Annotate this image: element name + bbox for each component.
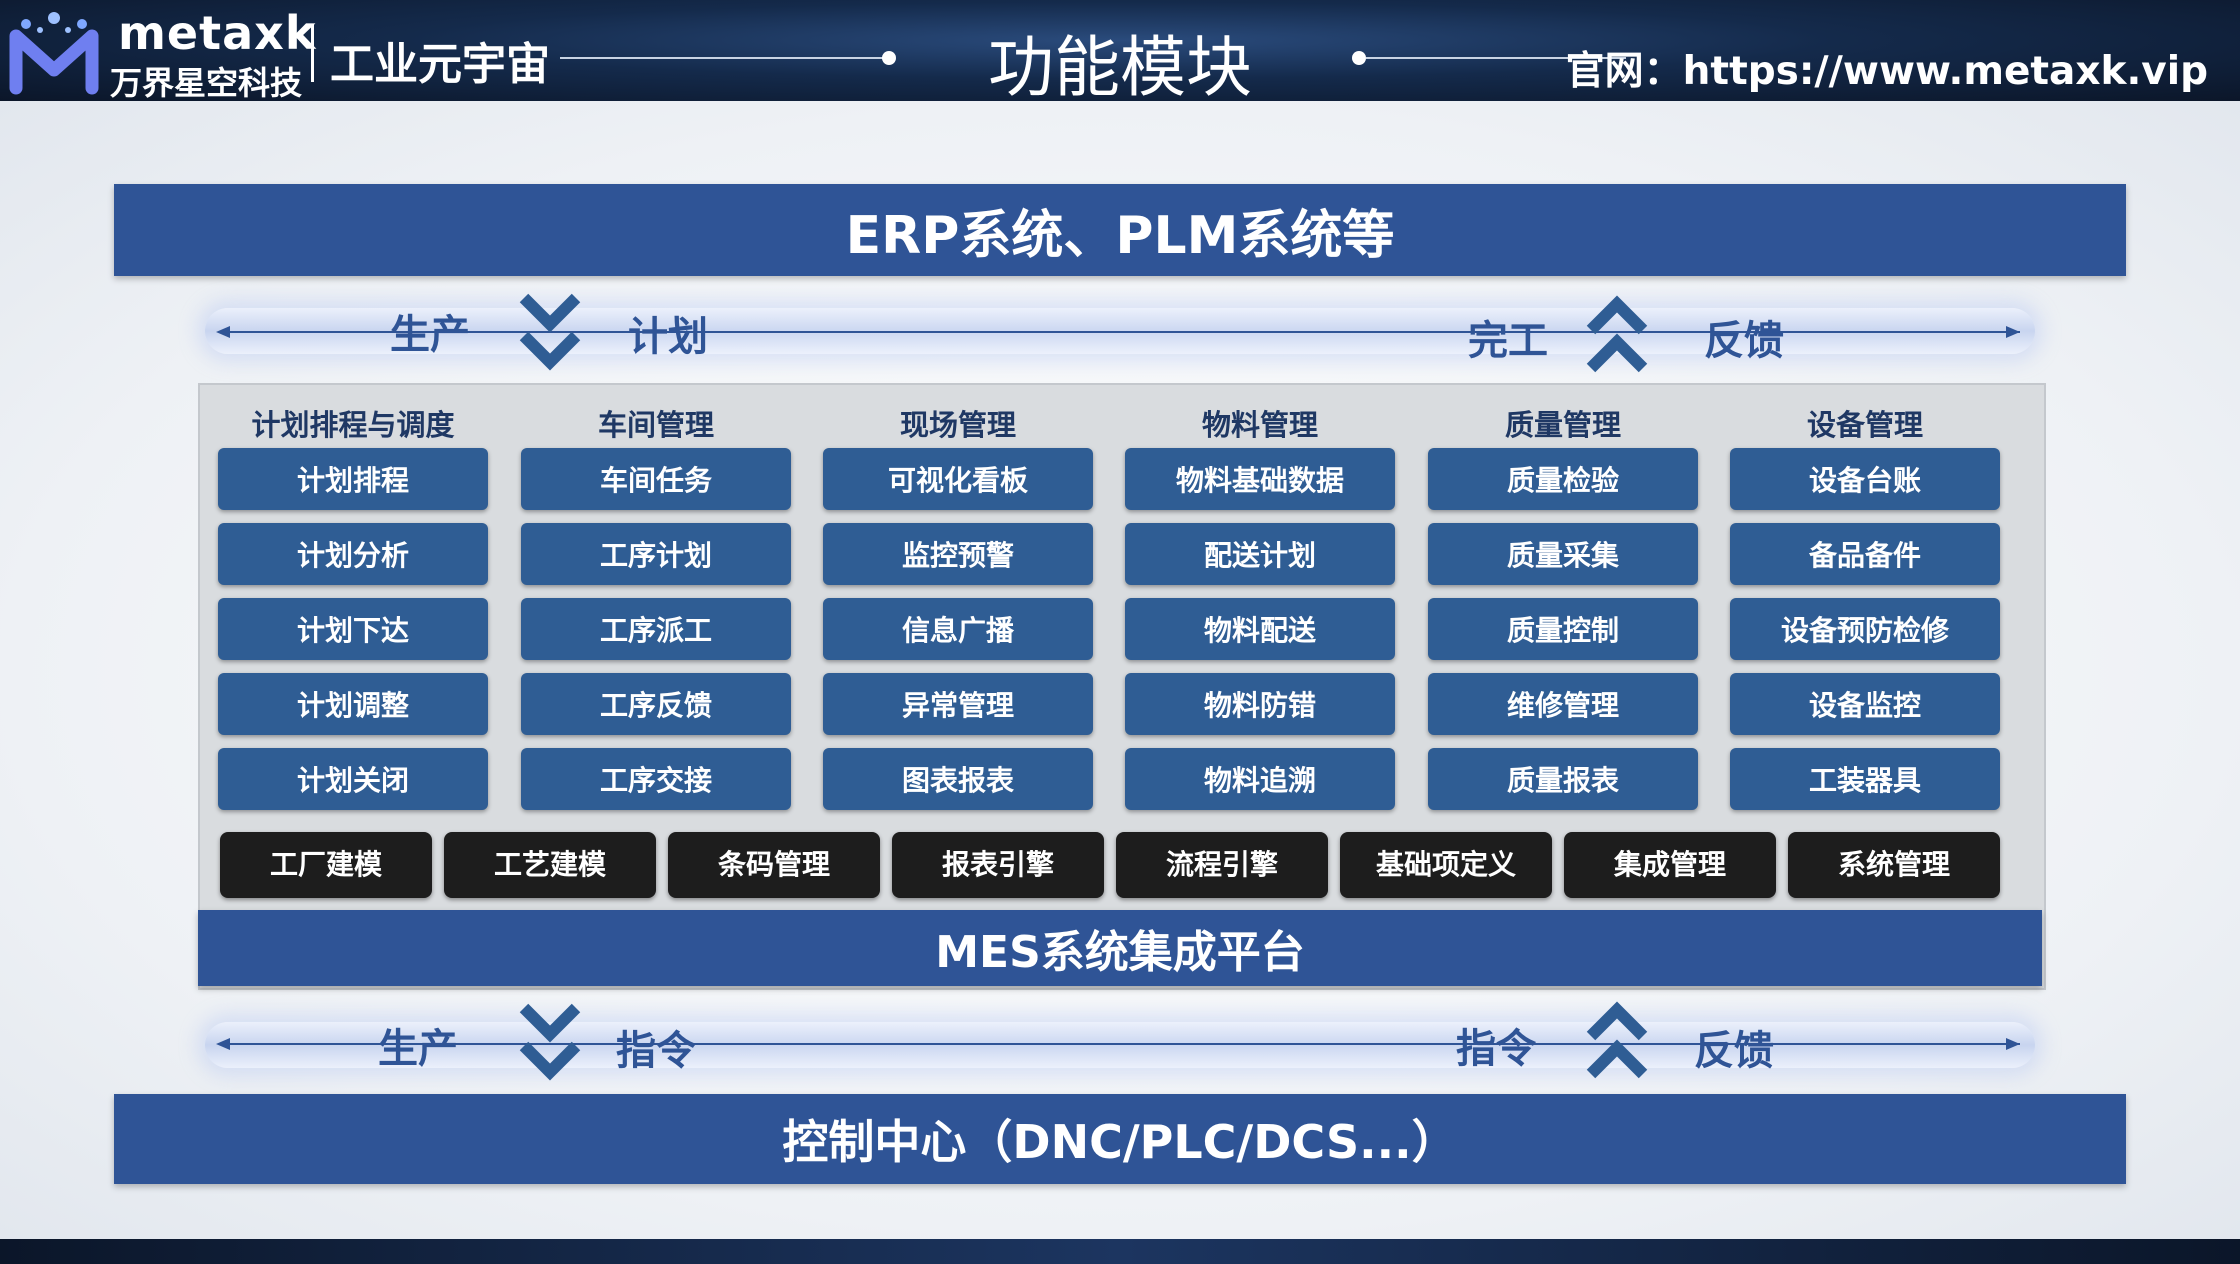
lower-flow-band <box>205 1022 2035 1068</box>
module-button[interactable]: 工装器具 <box>1730 748 2000 810</box>
module-button[interactable]: 图表报表 <box>823 748 1093 810</box>
mes-platform-bar: MES系统集成平台 <box>198 910 2042 986</box>
module-button[interactable]: 质量报表 <box>1428 748 1698 810</box>
module-button[interactable]: 信息广播 <box>823 598 1093 660</box>
double-chevron-down-icon <box>519 293 581 371</box>
module-button[interactable]: 质量控制 <box>1428 598 1698 660</box>
metaxk-logo-icon <box>9 12 99 95</box>
base-module-button[interactable]: 条码管理 <box>668 832 880 898</box>
upper-flow-label: 完工 <box>1468 318 1548 364</box>
base-module-label: 工厂建模 <box>269 848 382 882</box>
base-module-button[interactable]: 工厂建模 <box>220 832 432 898</box>
base-module-button[interactable]: 流程引擎 <box>1116 832 1328 898</box>
module-button[interactable]: 计划下达 <box>218 598 488 660</box>
upper-flow-label: 计划 <box>628 314 708 360</box>
base-module-label: 工艺建模 <box>493 848 606 882</box>
control-center-bar: 控制中心（DNC/PLC/DCS...） <box>114 1094 2126 1184</box>
title-line-right <box>1366 57 1626 59</box>
module-button[interactable]: 物料基础数据 <box>1125 448 1395 510</box>
base-module-label: 报表引擎 <box>941 848 1054 882</box>
double-chevron-up-icon <box>1586 1001 1648 1079</box>
module-button[interactable]: 配送计划 <box>1125 523 1395 585</box>
lower-flow-label: 生产 <box>378 1026 458 1072</box>
upper-flow-line <box>220 331 2020 333</box>
double-chevron-up-icon <box>1586 295 1648 373</box>
module-button[interactable]: 质量检验 <box>1428 448 1698 510</box>
module-button[interactable]: 工序计划 <box>521 523 791 585</box>
module-button[interactable]: 物料追溯 <box>1125 748 1395 810</box>
base-module-label: 系统管理 <box>1837 848 1950 882</box>
module-button[interactable]: 异常管理 <box>823 673 1093 735</box>
module-button[interactable]: 质量采集 <box>1428 523 1698 585</box>
module-button[interactable]: 可视化看板 <box>823 448 1093 510</box>
module-button[interactable]: 车间任务 <box>521 448 791 510</box>
arrow-left-icon <box>216 1038 230 1050</box>
module-button[interactable]: 计划分析 <box>218 523 488 585</box>
base-module-button[interactable]: 基础项定义 <box>1340 832 1552 898</box>
header-bar: metaxk 万界星空科技 工业元宇宙 功能模块 官网：https://www.… <box>0 0 2240 106</box>
arrow-right-icon <box>2006 1038 2020 1050</box>
module-button[interactable]: 计划关闭 <box>218 748 488 810</box>
base-module-button[interactable]: 报表引擎 <box>892 832 1104 898</box>
lower-flow-line <box>220 1043 2020 1045</box>
module-button[interactable]: 工序派工 <box>521 598 791 660</box>
module-button[interactable]: 监控预警 <box>823 523 1093 585</box>
module-button[interactable]: 维修管理 <box>1428 673 1698 735</box>
erp-plm-bar: ERP系统、PLM系统等 <box>114 184 2126 276</box>
base-module-button[interactable]: 工艺建模 <box>444 832 656 898</box>
title-line-left <box>560 57 890 59</box>
lower-flow-label: 反馈 <box>1694 1028 1774 1074</box>
column-heading: 计划排程与调度 <box>251 408 455 442</box>
website-url[interactable]: 官网：https://www.metaxk.vip <box>1565 49 2208 94</box>
upper-flow-label: 生产 <box>390 312 470 358</box>
column-heading: 质量管理 <box>1504 408 1621 442</box>
brand-divider <box>311 24 314 82</box>
column-heading: 现场管理 <box>899 408 1016 442</box>
title-dot-left <box>882 51 896 65</box>
module-button[interactable]: 设备台账 <box>1730 448 2000 510</box>
module-button[interactable]: 设备预防检修 <box>1730 598 2000 660</box>
module-button[interactable]: 计划排程 <box>218 448 488 510</box>
column-heading: 设备管理 <box>1806 408 1923 442</box>
arrow-right-icon <box>2006 326 2020 338</box>
arrow-left-icon <box>216 326 230 338</box>
module-button[interactable]: 备品备件 <box>1730 523 2000 585</box>
base-module-label: 基础项定义 <box>1375 848 1516 882</box>
title-dot-right <box>1352 51 1366 65</box>
base-module-label: 集成管理 <box>1613 848 1726 882</box>
module-button[interactable]: 工序反馈 <box>521 673 791 735</box>
module-button[interactable]: 计划调整 <box>218 673 488 735</box>
column-heading: 物料管理 <box>1201 408 1318 442</box>
module-button[interactable]: 物料防错 <box>1125 673 1395 735</box>
module-button[interactable]: 工序交接 <box>521 748 791 810</box>
module-button[interactable]: 设备监控 <box>1730 673 2000 735</box>
brand-name-en: metaxk <box>118 6 317 60</box>
base-module-label: 条码管理 <box>717 848 830 882</box>
base-module-button[interactable]: 系统管理 <box>1788 832 2000 898</box>
brand-name-cn: 万界星空科技 <box>110 64 303 102</box>
double-chevron-down-icon <box>519 1003 581 1081</box>
base-module-button[interactable]: 集成管理 <box>1564 832 1776 898</box>
lower-flow-label: 指令 <box>1456 1026 1536 1072</box>
brand-tagline: 工业元宇宙 <box>330 39 550 90</box>
upper-flow-label: 反馈 <box>1704 318 1784 364</box>
lower-flow-label: 指令 <box>616 1028 696 1074</box>
module-button[interactable]: 物料配送 <box>1125 598 1395 660</box>
base-module-label: 流程引擎 <box>1165 848 1278 882</box>
column-heading: 车间管理 <box>597 408 714 442</box>
page-title: 功能模块 <box>988 29 1252 106</box>
footer-strip <box>0 1239 2240 1264</box>
